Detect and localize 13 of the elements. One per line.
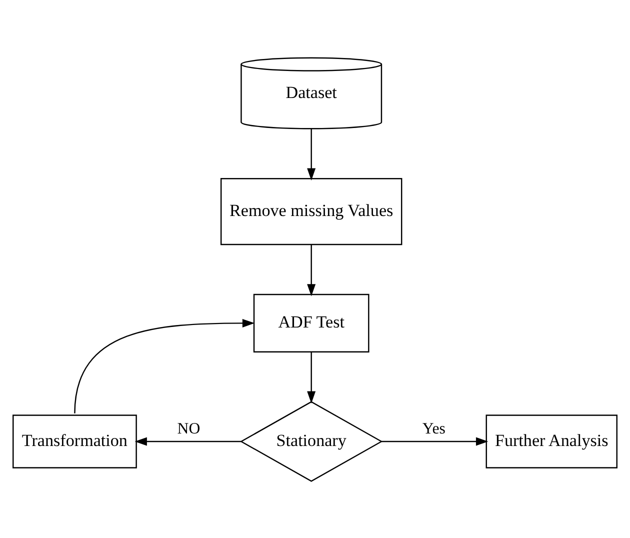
arrow bbox=[381, 436, 488, 446]
node-box: Remove missing Values bbox=[220, 178, 402, 245]
arrow bbox=[307, 351, 316, 403]
edge-label: Yes bbox=[422, 420, 446, 437]
node-box: Transformation bbox=[12, 414, 137, 468]
node-box: ADF Test bbox=[253, 293, 370, 352]
arrow bbox=[74, 318, 255, 413]
node-box: Further Analysis bbox=[486, 414, 618, 468]
arrow bbox=[307, 128, 316, 180]
arrow bbox=[307, 244, 316, 296]
arrow bbox=[134, 436, 242, 446]
node-diamond: Stationary bbox=[240, 400, 383, 482]
edge-label: NO bbox=[177, 420, 200, 437]
